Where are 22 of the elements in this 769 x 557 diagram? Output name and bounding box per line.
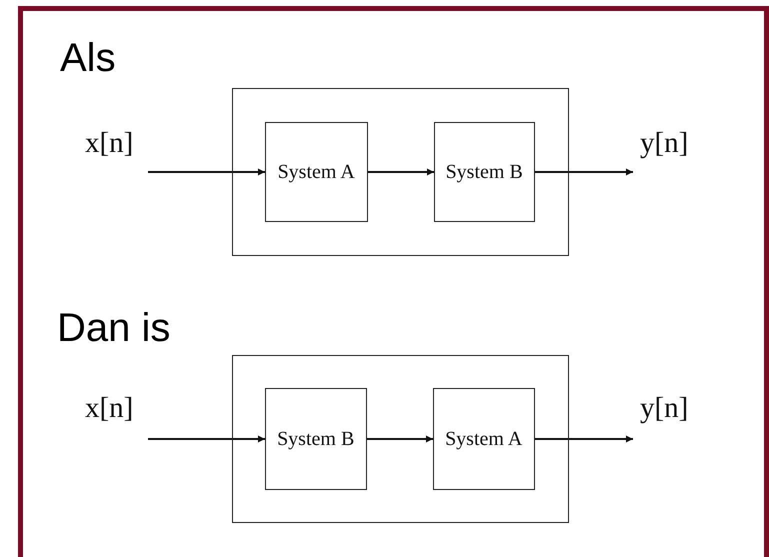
system-box bbox=[232, 88, 569, 256]
arrow bbox=[148, 168, 265, 176]
signal-label: x[n] bbox=[85, 128, 134, 160]
title-text: Als bbox=[60, 36, 116, 81]
signal-label: x[n] bbox=[85, 393, 134, 425]
arrow bbox=[148, 436, 265, 442]
arrow bbox=[535, 168, 633, 176]
arrow bbox=[535, 436, 633, 442]
system-block bbox=[264, 388, 367, 490]
system-block bbox=[264, 122, 368, 222]
system-box bbox=[232, 355, 569, 523]
system-block bbox=[434, 122, 535, 222]
block-label: System A bbox=[276, 160, 356, 183]
arrow bbox=[368, 168, 434, 176]
block-label: System B bbox=[276, 428, 356, 450]
block-label: System A bbox=[444, 428, 524, 450]
signal-label: y[n] bbox=[640, 128, 688, 160]
title-text: Dan is bbox=[57, 306, 170, 351]
signal-label: y[n] bbox=[640, 393, 688, 425]
arrow bbox=[367, 436, 433, 442]
system-block bbox=[432, 388, 535, 490]
block-label: System B bbox=[444, 160, 524, 183]
